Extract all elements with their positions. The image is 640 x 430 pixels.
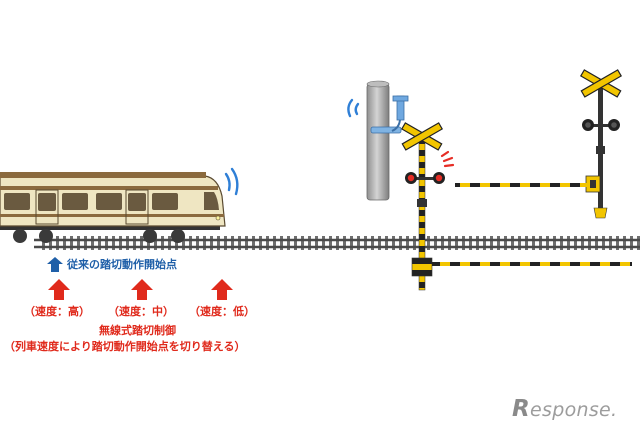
crossbuck-icon xyxy=(579,69,623,98)
speed-low-label: （速度：低） xyxy=(189,305,255,318)
speed-high-label: （速度：高） xyxy=(24,305,90,318)
red-up-arrow-icon xyxy=(211,279,233,300)
red-up-arrow-icon xyxy=(48,279,70,300)
red-up-arrow-icon xyxy=(131,279,153,300)
far-crossing-signal xyxy=(455,69,623,219)
train xyxy=(0,172,226,243)
pole-radio-wave-icon xyxy=(347,98,360,118)
railway-track xyxy=(34,236,640,250)
wireless-pole xyxy=(366,80,409,201)
wireless-control-title: 無線式踏切制御 xyxy=(99,324,176,337)
wireless-control-note: （列車速度により踏切動作開始点を切り替える） xyxy=(4,340,246,353)
alarm-sound-icon xyxy=(440,150,455,168)
speed-mid-label: （速度：中） xyxy=(108,305,174,318)
crossbuck-icon xyxy=(400,122,444,151)
near-crossing-signal xyxy=(400,122,632,291)
response-logo: Response. xyxy=(512,396,618,422)
blue-up-arrow-icon xyxy=(47,257,63,272)
conventional-start-label: 従来の踏切動作開始点 xyxy=(67,258,177,271)
train-radio-wave-icon xyxy=(224,167,239,196)
